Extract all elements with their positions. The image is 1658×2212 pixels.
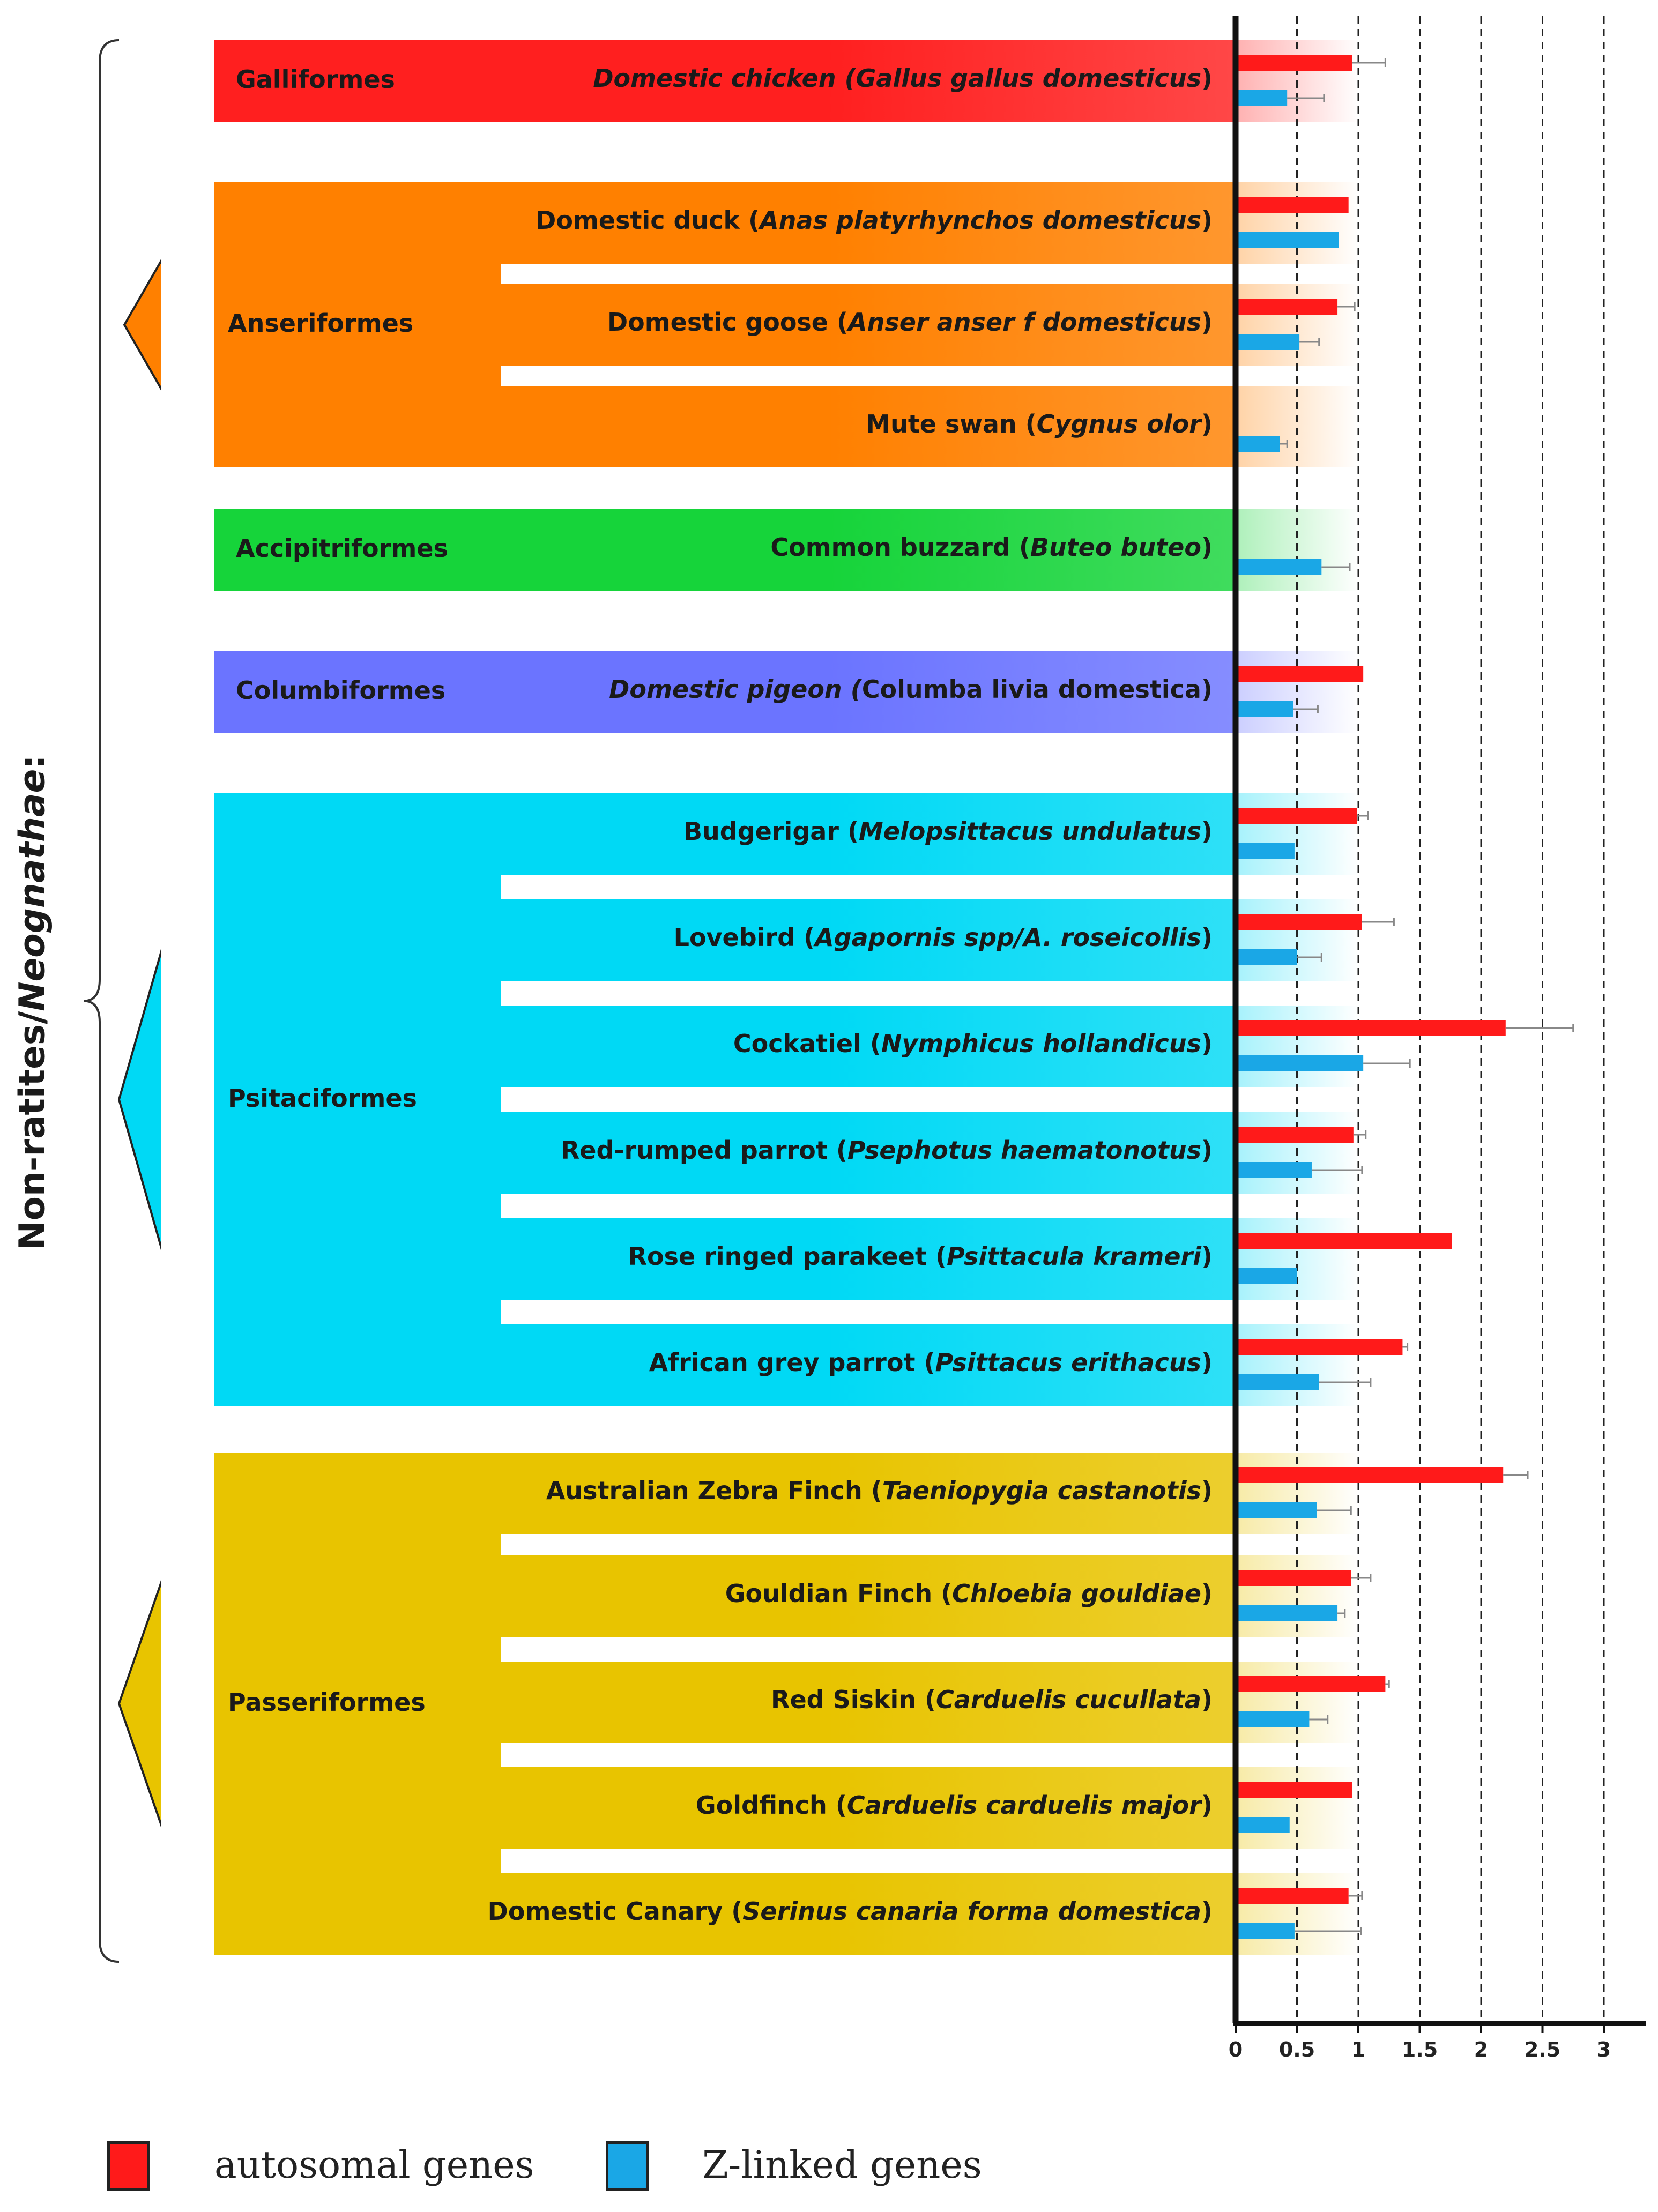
species-label: Australian Zebra Finch (Taeniopygia cast… [546, 1476, 1213, 1505]
species-separator [501, 1087, 1359, 1112]
legend-label-autosomal: autosomal genes [214, 2143, 534, 2187]
species-label: Domestic pigeon (Columba livia domestica… [609, 675, 1213, 704]
order-band-galliformes [214, 40, 1236, 122]
species-label: Lovebird (Agapornis spp/A. roseicollis) [673, 923, 1213, 952]
species-label: Rose ringed parakeet (Psittacula krameri… [628, 1242, 1213, 1271]
order-label: Anseriformes [228, 309, 414, 338]
species-label: Common buzzard (Buteo buteo) [770, 533, 1213, 562]
species-separator [501, 1849, 1359, 1873]
species-separator [501, 1637, 1359, 1662]
bar-autosomal [1236, 1888, 1349, 1904]
bar-autosomal [1236, 808, 1357, 824]
species-label: African grey parrot (Psittacus erithacus… [649, 1348, 1213, 1377]
bar-autosomal [1236, 1467, 1504, 1483]
bar-autosomal [1236, 914, 1362, 930]
species-label: Mute swan (Cygnus olor) [866, 409, 1213, 438]
order-label: Galliformes [236, 65, 395, 94]
bar-autosomal [1236, 1570, 1351, 1586]
bar-autosomal [1236, 299, 1338, 315]
bar-zlinked [1236, 1817, 1290, 1833]
bar-zlinked [1236, 949, 1297, 965]
bar-autosomal [1236, 666, 1364, 682]
order-triangle-passeriformes [117, 1580, 161, 1827]
species-label: Gouldian Finch (Chloebia gouldiae) [725, 1579, 1213, 1608]
bar-autosomal [1236, 1233, 1452, 1249]
order-band-columbiformes [214, 651, 1236, 733]
bar-autosomal [1236, 1676, 1386, 1692]
bar-autosomal [1236, 1020, 1506, 1036]
species-separator [501, 981, 1359, 1006]
x-tick-label: 0 [1229, 2038, 1243, 2061]
species-label: Red Siskin (Carduelis cucullata) [771, 1685, 1213, 1714]
x-tick-label: 3 [1597, 2038, 1611, 2061]
bar-zlinked [1236, 701, 1293, 717]
species-label: Red-rumped parrot (Psephotus haematonotu… [560, 1136, 1213, 1165]
species-label: Domestic goose (Anser anser f domesticus… [607, 308, 1213, 337]
species-label: Cockatiel (Nymphicus hollandicus) [733, 1029, 1213, 1058]
bar-zlinked [1236, 1374, 1319, 1390]
order-triangle-psitaciformes [117, 949, 161, 1250]
bar-autosomal [1236, 1339, 1403, 1355]
species-label: Domestic Canary (Serinus canaria forma d… [487, 1897, 1213, 1926]
x-tick-label: 0.5 [1279, 2038, 1315, 2061]
species-separator [501, 1743, 1359, 1767]
neognathae-bracket [83, 39, 161, 1963]
bar-zlinked [1236, 1055, 1364, 1071]
bar-autosomal [1236, 55, 1352, 71]
bar-zlinked [1236, 1605, 1338, 1621]
bar-zlinked [1236, 90, 1288, 106]
order-triangle-anseriformes [123, 259, 161, 391]
species-label: Domestic chicken (Gallus gallus domestic… [593, 64, 1213, 93]
species-label: Goldfinch (Carduelis carduelis major) [695, 1791, 1213, 1820]
curly-brace [83, 39, 120, 1963]
species-separator [501, 1534, 1359, 1555]
bar-zlinked [1236, 1162, 1312, 1178]
order-label: Accipitriformes [236, 534, 448, 563]
legend-label-zlinked: Z-linked genes [702, 2143, 982, 2187]
bar-autosomal [1236, 197, 1349, 213]
bar-zlinked [1236, 436, 1280, 452]
order-label: Columbiformes [236, 676, 446, 705]
x-tick-label: 1 [1351, 2038, 1365, 2061]
bar-zlinked [1236, 1502, 1317, 1518]
bar-zlinked [1236, 1268, 1297, 1284]
x-tick-label: 2.5 [1525, 2038, 1560, 2061]
species-separator [501, 875, 1359, 899]
species-label: Domestic duck (Anas platyrhynchos domest… [536, 206, 1213, 235]
bar-zlinked [1236, 334, 1300, 350]
species-separator [501, 1194, 1359, 1218]
bar-zlinked [1236, 232, 1339, 248]
legend-swatch-zlinked [606, 2141, 649, 2191]
bar-zlinked [1236, 843, 1295, 859]
species-separator [501, 264, 1359, 284]
bar-autosomal [1236, 1782, 1352, 1798]
bar-autosomal [1236, 1127, 1354, 1143]
species-separator [501, 366, 1359, 386]
legend-swatch-autosomal [107, 2141, 150, 2191]
order-label: Passeriformes [228, 1687, 426, 1717]
species-label: Budgerigar (Melopsittacus undulatus) [683, 817, 1213, 846]
bar-zlinked [1236, 1923, 1295, 1939]
order-band-accipitriformes [214, 509, 1236, 591]
x-tick-label: 2 [1474, 2038, 1488, 2061]
order-band-anseriformes [214, 182, 1236, 467]
order-label: Psitaciformes [228, 1083, 417, 1113]
bar-zlinked [1236, 1711, 1310, 1727]
species-separator [501, 1300, 1359, 1324]
x-tick-label: 1.5 [1402, 2038, 1438, 2061]
bar-zlinked [1236, 559, 1322, 575]
